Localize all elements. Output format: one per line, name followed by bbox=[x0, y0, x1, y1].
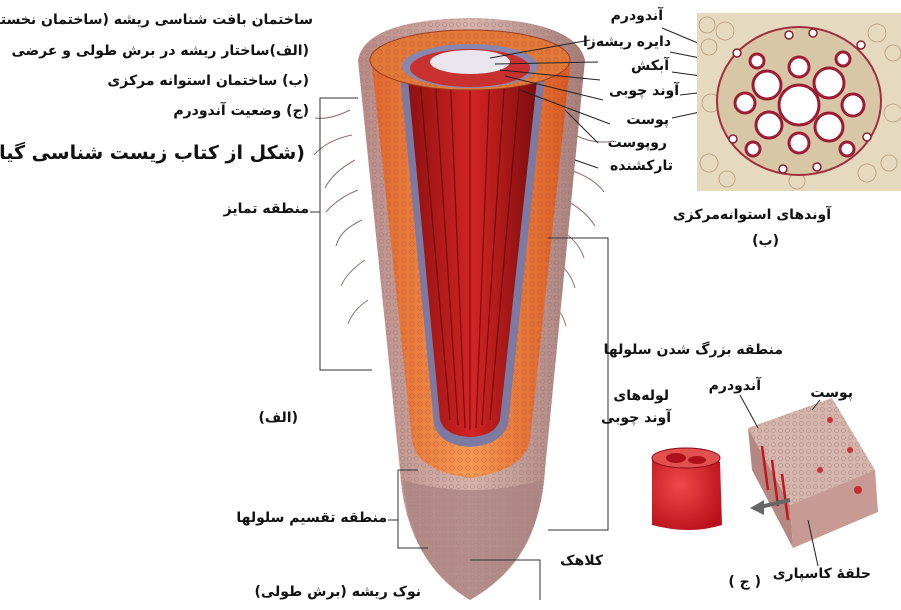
label-differentiation-zone: منطقه تمایز bbox=[224, 201, 309, 217]
caption-source: (شکل از کتاب زیست شناسی گیاهی) bbox=[0, 142, 305, 164]
label-root-tip: نوک ریشه (برش طولی) bbox=[254, 584, 421, 600]
label-casparian-strip: حلقهٔ کاسپاری bbox=[773, 566, 871, 582]
label-elongation-zone: منطقه بزرگ شدن سلولها bbox=[604, 342, 783, 358]
label-root-cap: کلاهک bbox=[560, 553, 603, 569]
endoderm-block bbox=[748, 398, 878, 548]
label-xylem: آوند چوبی bbox=[609, 83, 679, 99]
label-xylem-tubes-2: آوند چوبی bbox=[601, 410, 671, 426]
label-cortex-c: پوست bbox=[810, 385, 853, 401]
caption-line-3: (ب) ساختمان استوانه مرکزی bbox=[107, 73, 309, 89]
label-pericycle: دایره ریشه‌زا bbox=[583, 34, 671, 50]
stele-micrograph bbox=[697, 13, 901, 191]
xylem-tube-block bbox=[652, 448, 722, 530]
label-root-hair: تارکشنده bbox=[610, 158, 673, 174]
caption-line-2: (الف)ساختار ریشه در برش طولی و عرضی bbox=[11, 43, 309, 59]
label-endoderm: آندودرم bbox=[611, 8, 663, 24]
label-phloem: آبکش bbox=[631, 58, 669, 74]
label-xylem-tubes-1: لوله‌های bbox=[613, 388, 669, 404]
root-cap bbox=[403, 480, 542, 600]
label-endoderm-c: آندودرم bbox=[709, 378, 761, 394]
label-panel-a: (الف) bbox=[258, 410, 298, 426]
label-division-zone: منطقه تقسیم سلولها bbox=[236, 510, 387, 526]
label-panel-c: ( ج ) bbox=[728, 574, 761, 590]
label-cortex: پوست bbox=[626, 112, 669, 128]
label-stele-vessels: آوندهای استوانه‌مرکزی bbox=[673, 207, 831, 223]
label-panel-b: (ب) bbox=[752, 233, 779, 249]
caption-line-4: (ج) وضعیت آندودرم bbox=[173, 103, 309, 119]
caption-line-1: ساختمان بافت شناسی ریشه (ساختمان نخستین)… bbox=[0, 12, 313, 28]
label-epidermis: روپوست bbox=[608, 135, 667, 151]
